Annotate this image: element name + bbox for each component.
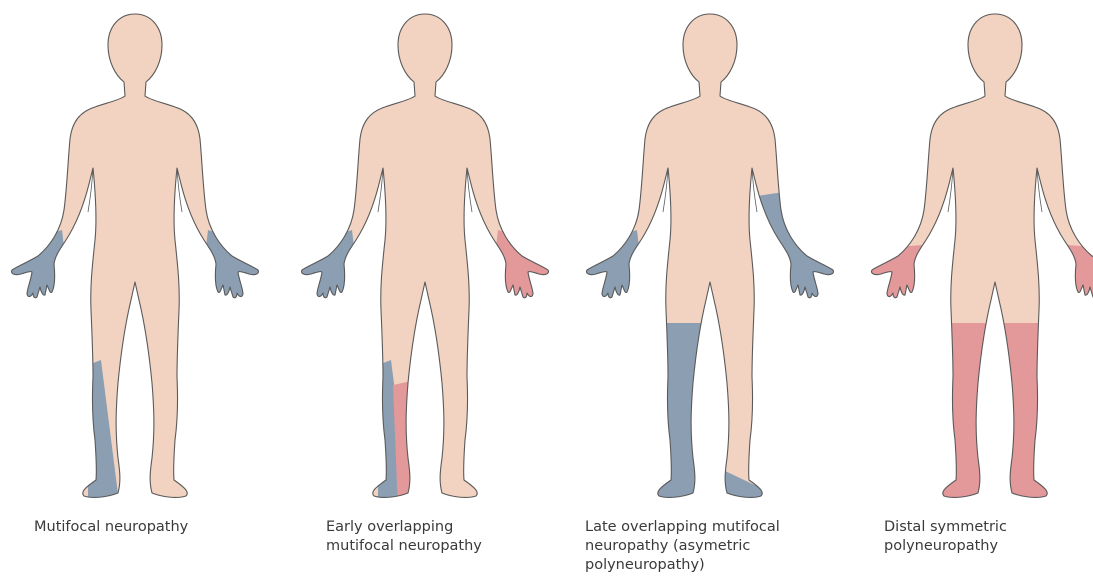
- body-figure-multifocal: [0, 0, 270, 510]
- region-right-hand-blue: [575, 230, 645, 300]
- region-left-forearm-hand-blue: [751, 191, 845, 310]
- figure-panel-4: Distal symmetric polyneuropathy: [860, 0, 1093, 583]
- region-both-legs-below-knee-red: [940, 323, 1050, 510]
- region-right-hand-blue: [290, 230, 360, 300]
- caption-multifocal: Mutifocal neuropathy: [34, 518, 188, 537]
- region-left-hand-blue: [200, 230, 270, 300]
- caption-early-overlapping: Early overlapping mutifocal neuropathy: [326, 518, 482, 556]
- region-right-hand-blue: [0, 230, 70, 300]
- body-figure-late-overlapping: [575, 0, 845, 510]
- caption-distal-symmetric: Distal symmetric polyneuropathy: [884, 518, 1007, 556]
- figure-panel-1: Mutifocal neuropathy: [0, 0, 270, 583]
- figure-panel-2: Early overlapping mutifocal neuropathy: [290, 0, 560, 583]
- figure-panel-3: Late overlapping mutifocal neuropathy (a…: [575, 0, 845, 583]
- body-figure-early-overlapping: [290, 0, 560, 510]
- region-right-leg-below-knee-blue: [655, 323, 705, 510]
- region-left-hand-red: [490, 230, 560, 300]
- body-figure-distal-symmetric: [860, 0, 1093, 510]
- caption-late-overlapping: Late overlapping mutifocal neuropathy (a…: [585, 518, 780, 575]
